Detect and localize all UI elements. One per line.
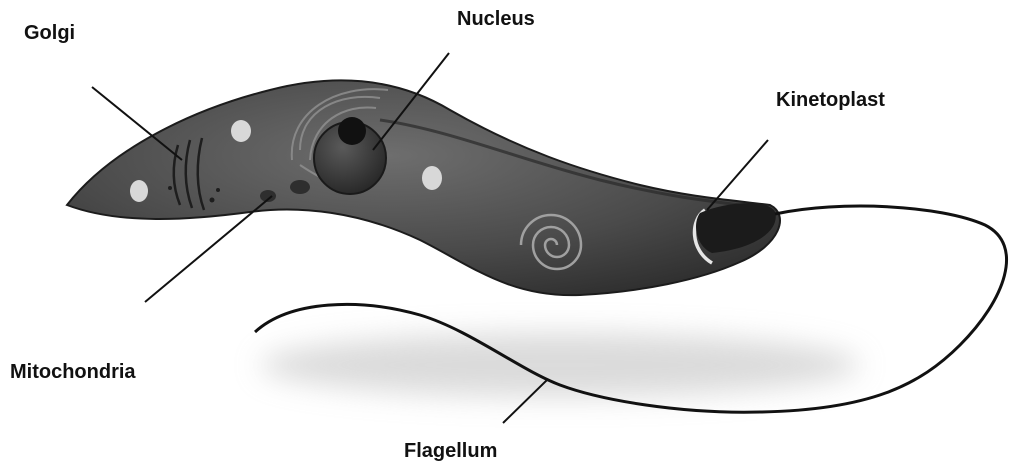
kinetoplast-leader — [707, 140, 768, 210]
vacuole — [130, 180, 148, 202]
vacuole — [422, 166, 442, 190]
nucleus-label: Nucleus — [457, 8, 535, 31]
vacuole — [231, 120, 251, 142]
golgi-label: Golgi — [24, 22, 75, 45]
cell-shadow — [260, 333, 860, 397]
nucleolus — [338, 117, 366, 145]
kinetoplast-label: Kinetoplast — [776, 89, 885, 112]
mitochondria-label: Mitochondria — [10, 361, 136, 384]
flagellum-label: Flagellum — [404, 440, 497, 463]
